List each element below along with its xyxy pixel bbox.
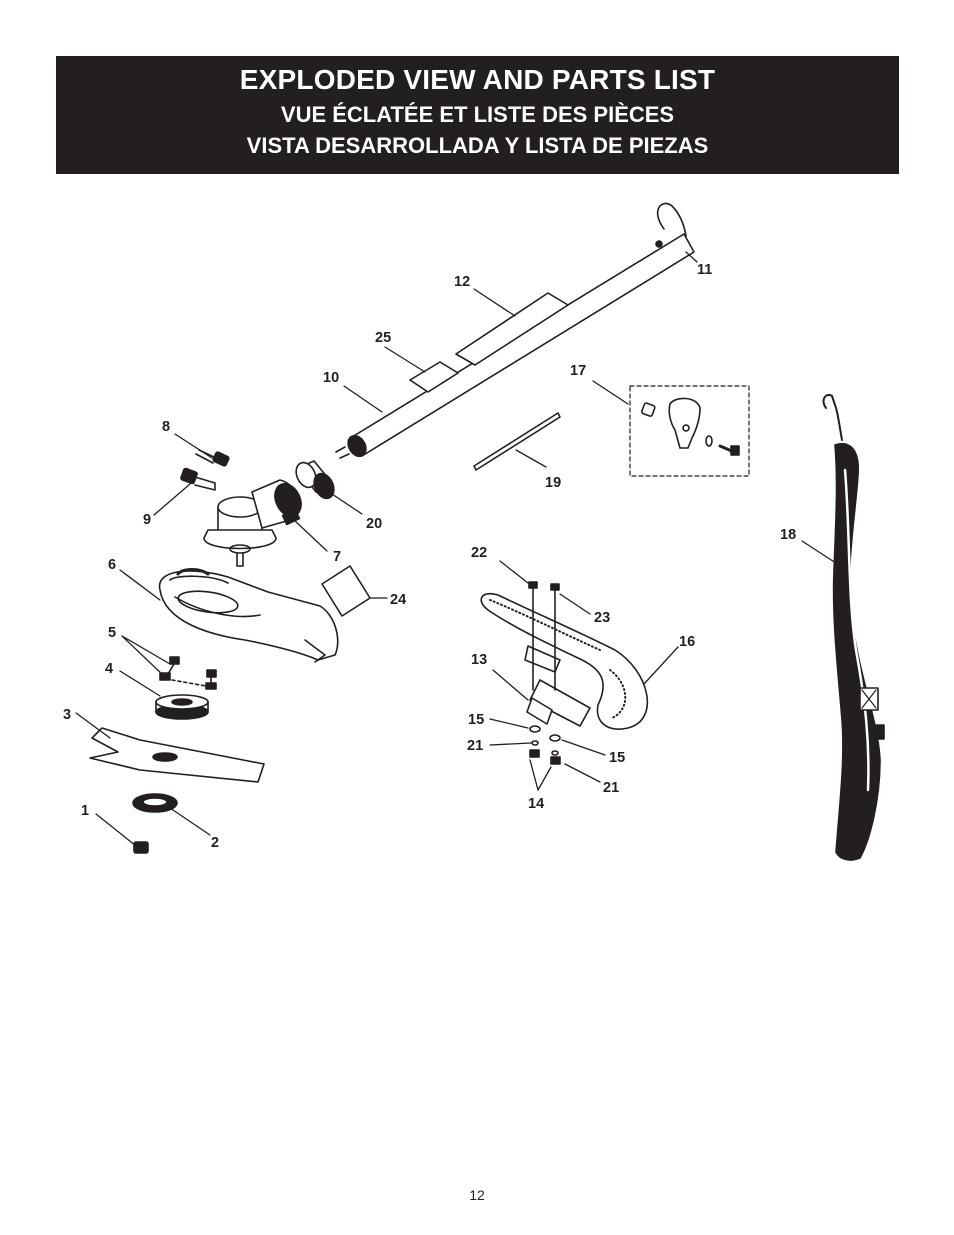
callout-20: 20 — [366, 516, 382, 532]
page-number: 12 — [469, 1187, 485, 1203]
callout-5: 5 — [108, 625, 116, 641]
guard-6 — [158, 568, 339, 663]
title-spanish: VISTA DESARROLLADA Y LISTA DE PIEZAS — [246, 133, 709, 158]
callout-22: 22 — [471, 545, 487, 561]
clamp-17 — [629, 385, 750, 477]
handle-16 — [480, 592, 649, 730]
callout-3: 3 — [63, 707, 71, 723]
title-french: VUE ÉCLATÉE ET LISTE DES PIÈCES — [280, 102, 675, 127]
callout-21a: 21 — [467, 738, 483, 754]
callout-1: 1 — [81, 803, 89, 819]
leader-lines — [75, 251, 843, 847]
bolts-5 — [159, 656, 217, 690]
callout-19: 19 — [545, 475, 561, 491]
callout-7: 7 — [333, 549, 341, 565]
callout-11: 11 — [697, 262, 712, 278]
warning-label-24 — [321, 565, 371, 617]
callout-8: 8 — [162, 419, 170, 435]
adapter-4 — [155, 694, 209, 720]
blade-3 — [89, 727, 265, 783]
callout-10: 10 — [323, 370, 339, 386]
callout-15b: 15 — [609, 750, 625, 766]
header-banner: EXPLODED VIEW AND PARTS LIST VUE ÉCLATÉE… — [56, 56, 899, 174]
shaft-assembly — [335, 202, 695, 459]
callout-17: 17 — [570, 363, 586, 379]
callout-6: 6 — [108, 557, 116, 573]
bolt-9 — [180, 467, 216, 491]
callout-24: 24 — [390, 592, 406, 608]
callout-13: 13 — [471, 652, 487, 668]
title-english: EXPLODED VIEW AND PARTS LIST — [239, 64, 716, 95]
callout-14: 14 — [528, 796, 544, 812]
callout-12: 12 — [454, 274, 470, 290]
washer-2 — [132, 793, 178, 813]
callout-15a: 15 — [468, 712, 484, 728]
callout-23: 23 — [594, 610, 610, 626]
callout-25: 25 — [375, 330, 391, 346]
bolt-8 — [195, 449, 230, 467]
bushing-20 — [295, 460, 335, 500]
callout-4: 4 — [105, 661, 113, 677]
callout-labels: 1 2 3 4 5 6 7 8 9 10 11 12 13 14 15 15 1… — [63, 262, 796, 851]
callout-2: 2 — [211, 835, 219, 851]
callout-16: 16 — [679, 634, 695, 650]
strap-18 — [822, 394, 885, 861]
callout-18: 18 — [780, 527, 796, 543]
nut-1 — [133, 841, 149, 854]
callout-9: 9 — [143, 512, 151, 528]
gearbox-7 — [203, 479, 302, 567]
callout-21b: 21 — [603, 780, 619, 796]
rod-19 — [473, 412, 561, 471]
